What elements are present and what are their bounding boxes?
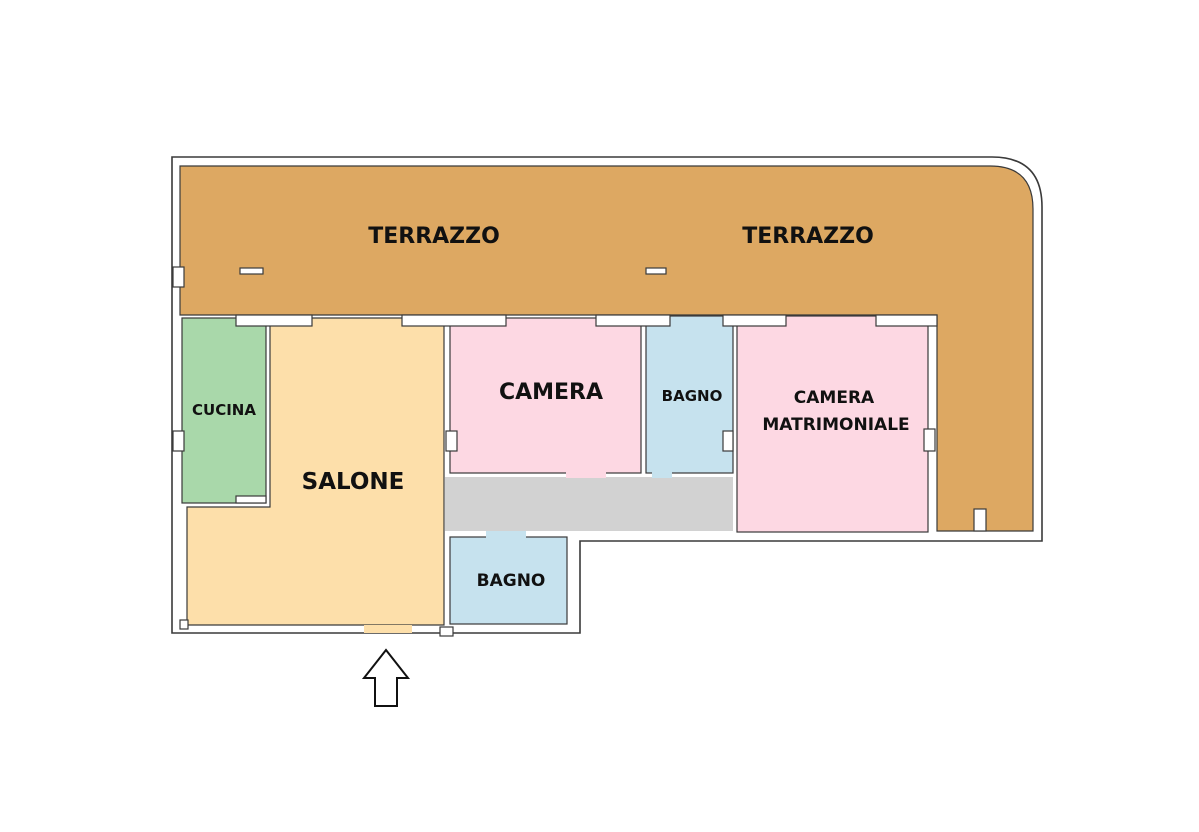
arrow-up-outline-icon: [361, 648, 411, 707]
room-camera: [449, 317, 642, 474]
label-camera: CAMERA: [499, 380, 603, 405]
label-cucina: CUCINA: [192, 401, 256, 419]
label-camera-matrimoniale-2: MATRIMONIALE: [762, 415, 909, 435]
label-bagno-top: BAGNO: [662, 387, 723, 405]
windows: [172, 266, 987, 637]
label-salone: SALONE: [302, 469, 405, 495]
room-corridoio: [445, 477, 733, 531]
doors: [235, 472, 672, 633]
room-bagno-bottom: [449, 536, 568, 625]
label-terrazzo-right: TERRAZZO: [742, 224, 874, 249]
label-bagno-bottom: BAGNO: [477, 571, 546, 591]
room-terrazzo: [179, 165, 1034, 532]
label-terrazzo-left: TERRAZZO: [368, 224, 500, 249]
room-cucina: [181, 317, 267, 504]
room-bagno-top: [645, 315, 734, 474]
room-camera-matrimoniale: [736, 315, 929, 533]
label-camera-matrimoniale-1: CAMERA: [794, 388, 875, 408]
